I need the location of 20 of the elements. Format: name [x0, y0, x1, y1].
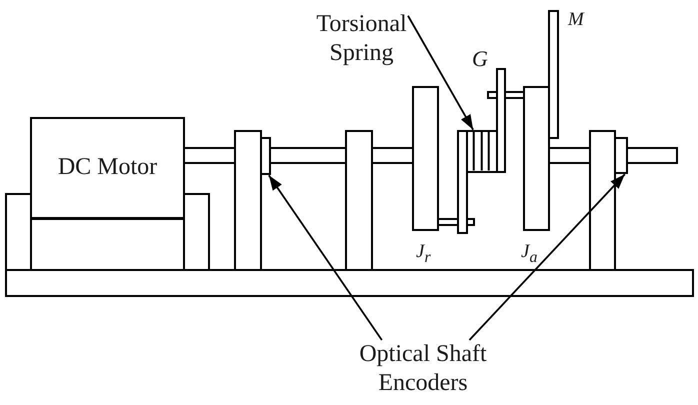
leader-arrow [468, 174, 626, 341]
arm-plate [548, 10, 560, 140]
motor-bracket [4, 192, 32, 272]
bearing-stand [234, 130, 262, 272]
leader-arrow [268, 174, 383, 340]
motor-label: DC Motor [58, 154, 158, 182]
bearing-stand [588, 130, 616, 272]
shaft-encoder [614, 136, 628, 174]
base-plate [4, 268, 694, 298]
part-label: M [568, 10, 584, 28]
part-label: J$_{r}$ [416, 242, 431, 266]
spring-hub-plate [456, 130, 468, 234]
part-label: J$_{a}$ [521, 242, 538, 266]
callout-label: Torsional Spring [315, 10, 408, 68]
shaft-encoder [260, 136, 272, 176]
leader-arrow [407, 15, 474, 130]
bearing-stand [344, 130, 374, 272]
callout-label: Optical Shaft Encoders [358, 340, 488, 398]
part-label: G [472, 48, 488, 70]
torsional-spring [466, 130, 498, 174]
